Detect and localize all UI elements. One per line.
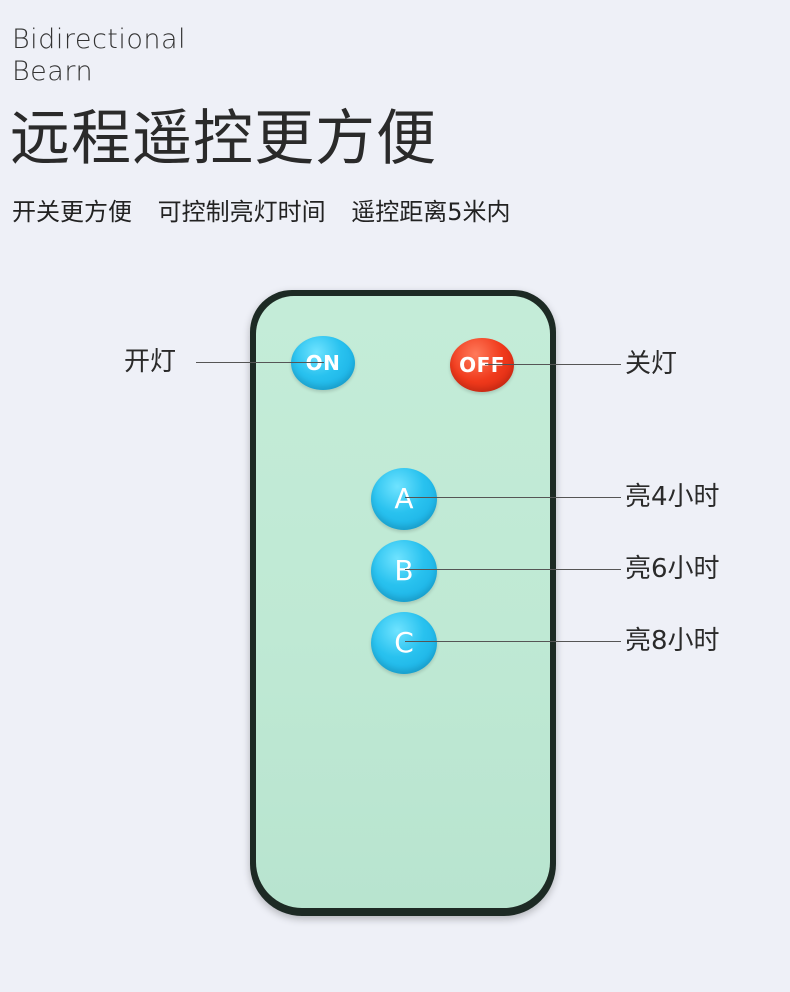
- callout-line-off: [485, 364, 621, 365]
- callout-line-c: [405, 641, 621, 642]
- callout-line-a: [405, 497, 621, 498]
- callout-on: 开灯: [124, 347, 177, 377]
- subtitle-part-1: 开关更方便: [12, 198, 132, 226]
- remote-face: ON OFF A B C: [256, 296, 550, 908]
- subtitle: 开关更方便 可控制亮灯时间 遥控距离5米内: [12, 196, 529, 228]
- subtitle-part-3: 遥控距离5米内: [351, 198, 511, 226]
- a-button[interactable]: A: [371, 468, 437, 530]
- remote-control: ON OFF A B C: [250, 290, 556, 916]
- callout-b: 亮6小时: [625, 554, 720, 584]
- headline: 远程遥控更方便: [10, 104, 437, 174]
- brand-line-1: Bidirectional: [12, 24, 187, 55]
- b-button[interactable]: B: [371, 540, 437, 602]
- subtitle-part-2: 可控制亮灯时间: [157, 198, 326, 226]
- on-button[interactable]: ON: [291, 336, 355, 390]
- off-button[interactable]: OFF: [450, 338, 514, 392]
- callout-off: 关灯: [625, 349, 678, 379]
- callout-a: 亮4小时: [625, 482, 720, 512]
- callout-line-on: [196, 362, 324, 363]
- brand-line-2: Bearn: [12, 56, 94, 87]
- callout-c: 亮8小时: [625, 626, 720, 656]
- c-button[interactable]: C: [371, 612, 437, 674]
- callout-line-b: [405, 569, 621, 570]
- brand-logo: Bidirectional Bearn: [12, 24, 186, 88]
